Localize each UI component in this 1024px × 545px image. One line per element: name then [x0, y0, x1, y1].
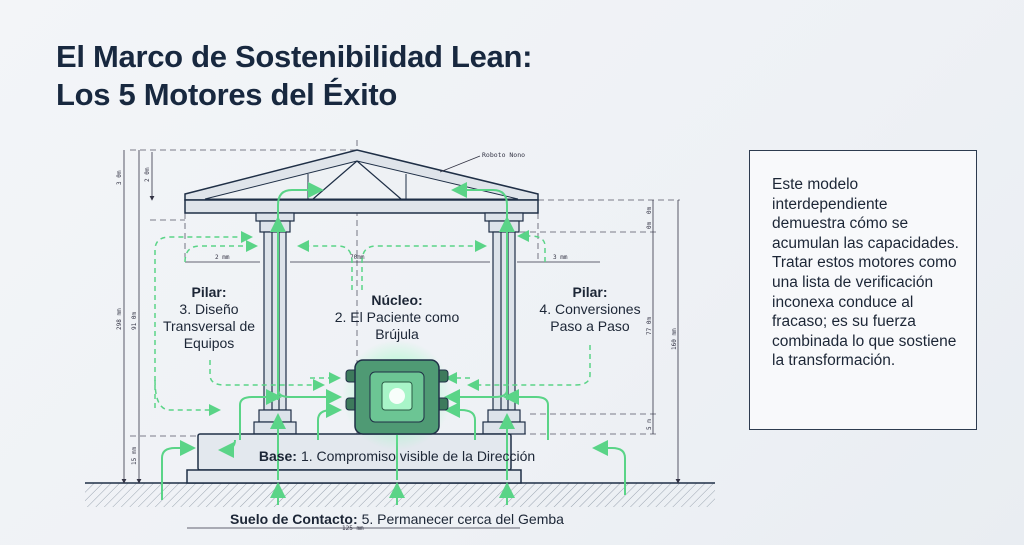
dim-w3: 3 mm [553, 254, 568, 261]
base-label: Base:1. Compromiso visible de la Direcci… [259, 448, 535, 464]
ground-heading: Suelo de Contacto: [230, 511, 358, 527]
left-pillar-heading: Pilar: [191, 284, 226, 300]
core-heading: Núcleo: [371, 292, 422, 308]
roof [184, 149, 539, 214]
dim-r2: 0m [646, 221, 653, 229]
dim-2: 2 0m [144, 167, 151, 182]
core-line: Brújula [375, 326, 419, 342]
title-line-1: El Marco de Sostenibilidad Lean: [56, 39, 533, 74]
explanation-box: Este modelo interdependiente demuestra c… [749, 150, 977, 430]
dim-w125: 125 mm [342, 525, 364, 532]
dim-w2: 2 mm [215, 254, 230, 261]
base-platform [186, 433, 522, 484]
ground-text: 5. Permanecer cerca del Gemba [362, 511, 565, 527]
dim-r1: 0m [646, 206, 653, 214]
right-pillar-line: Paso a Paso [550, 318, 630, 334]
right-pillar-line: 4. Conversiones [539, 301, 640, 317]
base-heading: Base: [259, 448, 297, 464]
right-column [482, 212, 526, 435]
dim-r77: 77 0m [646, 317, 653, 335]
dim-91: 91 0m [131, 312, 138, 330]
left-column [253, 212, 297, 435]
right-pillar-heading: Pilar: [572, 284, 607, 300]
ground-hatch [85, 483, 715, 507]
roof-callout: Roboto Nono [482, 151, 525, 159]
dim-298: 298 mm [116, 308, 123, 330]
title-line-2: Los 5 Motores del Éxito [56, 77, 398, 112]
dim-w70: 70mm [350, 254, 365, 261]
left-pillar-line: Equipos [184, 335, 235, 351]
dim-r160: 160 mm [671, 328, 678, 350]
ground-label: Suelo de Contacto:5. Permanecer cerca de… [230, 511, 564, 527]
left-pillar-line: 3. Diseño [179, 301, 238, 317]
core-line: 2. El Paciente como [335, 309, 460, 325]
flow-arrows-solid [161, 182, 626, 505]
base-text: 1. Compromiso visible de la Dirección [301, 448, 535, 464]
dim-3: 3 0m [116, 170, 123, 185]
flow-arrows-dashed [154, 230, 591, 416]
dim-15: 15 mm [131, 447, 138, 465]
left-pillar-line: Transversal de [163, 318, 255, 334]
dim-r5: 5 m [646, 419, 653, 430]
page-title: El Marco de Sostenibilidad Lean:Los 5 Mo… [56, 38, 532, 114]
core-chip [342, 340, 452, 450]
dimension-lines [121, 150, 681, 529]
